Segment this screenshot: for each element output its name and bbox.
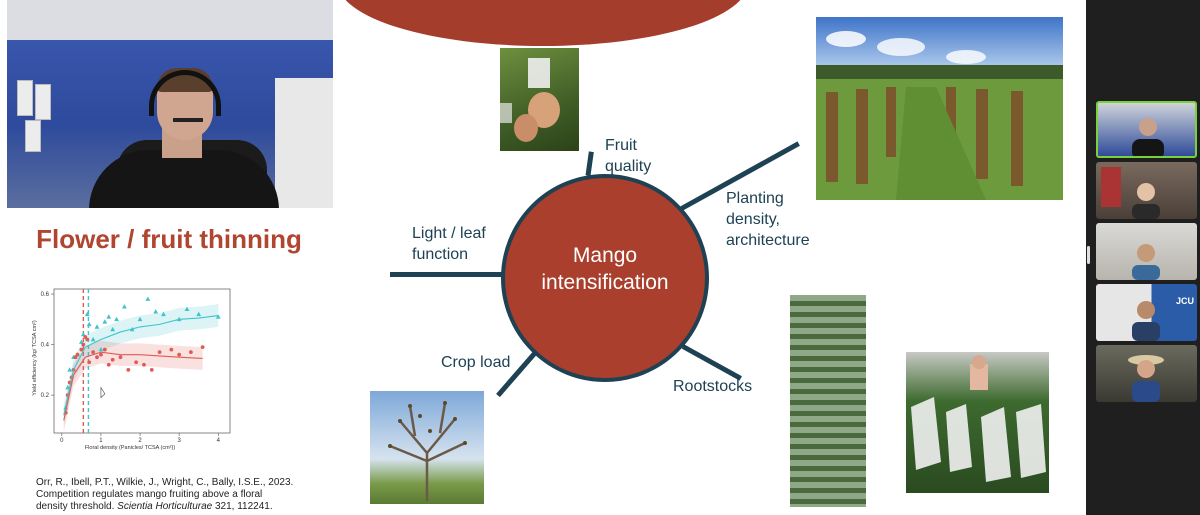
cursor-icon <box>100 386 106 399</box>
data-point <box>102 319 108 324</box>
data-point <box>196 311 202 317</box>
data-point <box>87 360 92 365</box>
branch-line <box>390 272 504 277</box>
branch-line <box>585 151 594 176</box>
data-point <box>114 316 119 322</box>
data-point <box>65 384 71 390</box>
data-point <box>126 367 131 372</box>
participant-strip: JCU <box>1086 0 1200 515</box>
x-tick-label: 0 <box>60 438 64 444</box>
citation-line: density threshold. Scientia Horticultura… <box>36 501 273 512</box>
data-point <box>80 331 86 337</box>
data-point <box>85 337 90 342</box>
data-point <box>98 347 104 352</box>
y-tick-label: 0.4 <box>41 343 50 349</box>
center-circle <box>501 174 709 382</box>
data-point <box>177 352 182 357</box>
participant-tile-speaker[interactable] <box>1096 101 1197 158</box>
data-point <box>75 352 80 357</box>
data-point <box>86 321 92 327</box>
data-point <box>99 352 103 357</box>
center-label: Mango intensification <box>541 244 669 294</box>
data-point <box>149 367 154 372</box>
data-point <box>110 357 115 362</box>
confidence-band <box>63 304 219 427</box>
data-point <box>102 347 107 352</box>
fit-curve <box>63 351 203 421</box>
data-point <box>84 311 90 317</box>
presentation-left-panel: Flower / fruit thinning 0 1 2 3 4 0.2 0.4 0.6 F… <box>0 0 338 515</box>
fit-curve <box>63 314 219 416</box>
tree-photo <box>370 391 484 504</box>
data-point <box>161 311 166 317</box>
chart-y-label: Yield efficiency (kg/ TCSA cm²) <box>32 320 38 396</box>
data-point <box>106 362 111 367</box>
chart-x-label: Floral density (Panicles/ TCSA (cm²)) <box>85 445 176 451</box>
topic-light-leaf: Light / leaf function <box>412 225 486 263</box>
data-point <box>137 316 143 322</box>
main-slide: Mango intensification Fruit quality Plan… <box>338 0 1086 515</box>
slide-header-arc <box>338 0 748 46</box>
data-point <box>122 304 127 309</box>
confidence-band <box>63 340 203 432</box>
data-point <box>81 342 86 347</box>
topic-fruit-quality: Fruit quality <box>605 137 652 175</box>
participant-tile[interactable] <box>1096 162 1197 219</box>
topic-rootstocks: Rootstocks <box>673 378 753 395</box>
data-point <box>142 362 146 367</box>
citation-journal: Scientia Horticulturae <box>117 501 213 512</box>
citation-line: Orr, R., Ibell, P.T., Wilkie, J., Wright… <box>36 477 294 488</box>
data-point <box>188 350 193 355</box>
fruit-photo <box>500 48 579 151</box>
data-point <box>153 309 159 314</box>
data-point <box>134 360 139 365</box>
participant-tile[interactable]: JCU <box>1096 284 1197 341</box>
x-tick-label: 4 <box>217 438 221 444</box>
strip-resize-handle[interactable] <box>1087 246 1090 264</box>
x-tick-label: 3 <box>177 438 181 444</box>
data-point <box>67 367 73 372</box>
participant-tile[interactable] <box>1096 345 1197 402</box>
data-point <box>200 345 205 350</box>
x-tick-label: 2 <box>138 438 142 444</box>
data-point <box>145 296 151 301</box>
y-tick-label: 0.2 <box>41 393 50 399</box>
x-tick-label: 1 <box>99 438 103 444</box>
data-point <box>184 306 190 312</box>
topic-planting-density: Planting density, architecture <box>726 190 810 249</box>
rootstock-aerial-photo <box>790 295 866 507</box>
slide-title: Flower / fruit thinning <box>36 224 302 254</box>
data-point <box>106 314 112 319</box>
y-tick-label: 0.6 <box>41 292 50 298</box>
citation: Orr, R., Ibell, P.T., Wilkie, J., Wright… <box>36 477 326 513</box>
data-point <box>95 355 99 360</box>
data-point <box>157 350 162 355</box>
data-point <box>110 326 116 332</box>
data-point <box>90 336 96 342</box>
chart-frame <box>53 288 231 434</box>
data-point <box>91 350 96 355</box>
data-point <box>78 339 84 344</box>
data-point <box>79 347 84 352</box>
orchard-photo <box>816 17 1063 200</box>
citation-line: Competition regulates mango fruiting abo… <box>36 489 263 500</box>
data-point <box>118 355 123 360</box>
participant-tile[interactable] <box>1096 223 1197 280</box>
data-point <box>169 347 174 352</box>
speaker-video[interactable] <box>7 0 333 208</box>
jcu-badge: JCU <box>1176 296 1194 306</box>
data-point <box>94 324 100 329</box>
greenhouse-photo <box>906 352 1049 493</box>
topic-crop-load: Crop load <box>441 354 511 371</box>
floral-density-chart: 0 1 2 3 4 0.2 0.4 0.6 Floral density (Panicles/… <box>32 288 231 451</box>
data-point <box>215 314 221 319</box>
